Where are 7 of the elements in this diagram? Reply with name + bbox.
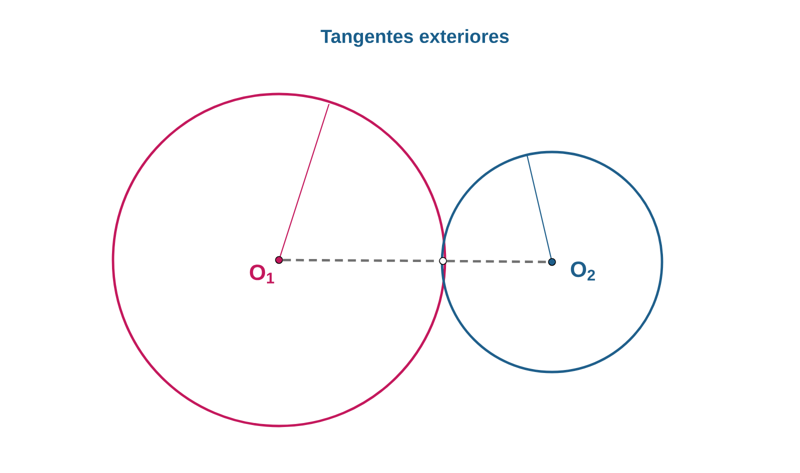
center-line: [446, 260, 548, 264]
point-label: O$_{2}$: [570, 262, 595, 280]
title: Tangentes exteriores: [320, 29, 509, 47]
point-label: O$_{1}$: [250, 264, 274, 284]
point: [275, 256, 283, 264]
point: [439, 257, 447, 265]
point: [548, 258, 556, 266]
